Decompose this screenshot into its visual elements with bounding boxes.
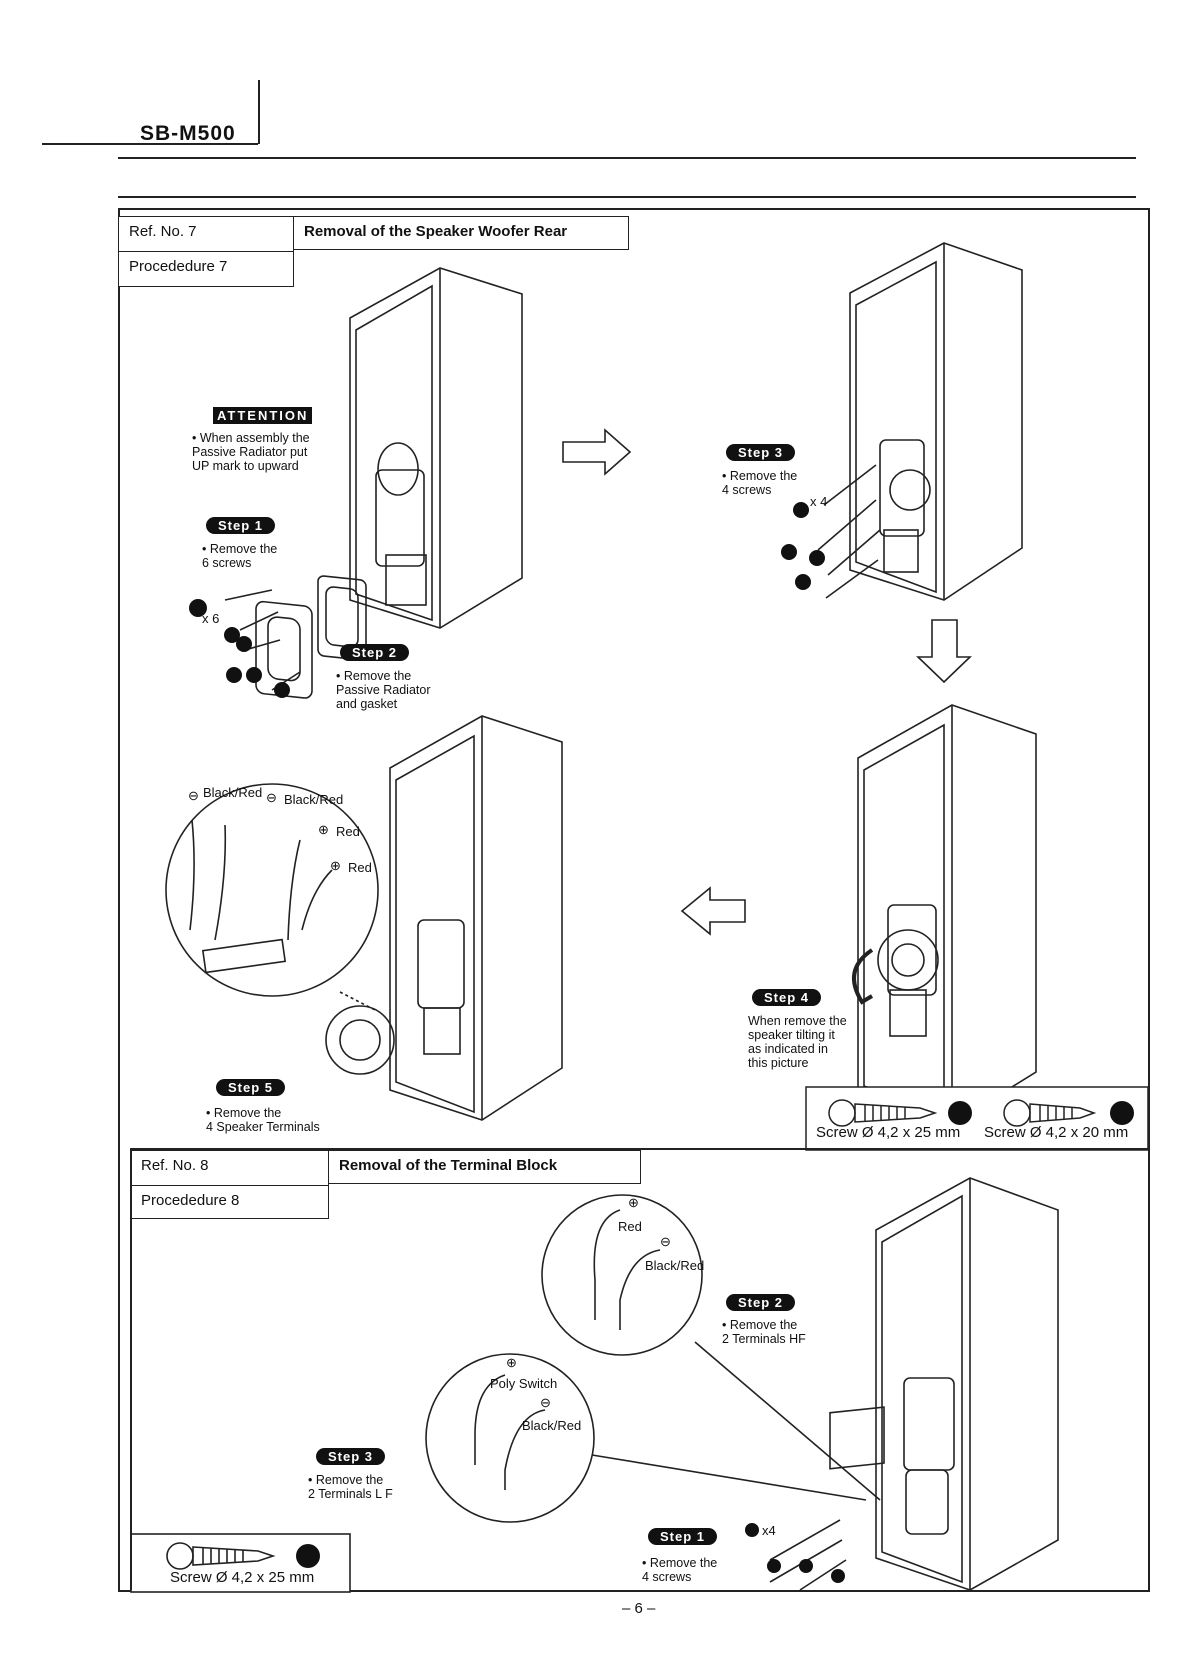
badge-b-icon [809, 550, 825, 566]
cabinet-drawing-2 [817, 242, 1023, 601]
step3-badge-s8: Step 3 [316, 1448, 386, 1465]
hf-zoom-circle [541, 1194, 703, 1356]
section7-title: Removal of the Speaker Woofer Rear [293, 216, 629, 250]
frame-top [118, 208, 1148, 210]
step3-text-s7: • Remove the 4 screws [722, 469, 798, 497]
badge-a-icon [745, 1523, 759, 1537]
badge-a-icon [948, 1101, 972, 1125]
page-number: – 6 – [622, 1600, 656, 1617]
plus-terminal-icon: ⊕ [506, 1355, 517, 1370]
wire-label-poly-switch: Poly Switch [490, 1376, 558, 1391]
plus-terminal-icon: ⊕ [318, 822, 329, 837]
cabinet-drawing-4 [325, 715, 563, 1121]
header-divider [258, 80, 260, 144]
arrow-left-icon [680, 886, 746, 936]
section8-frame-left [130, 1150, 132, 1590]
wire-label-black-red-hf: Black/Red [645, 1258, 705, 1273]
badge-a-icon [236, 636, 252, 652]
procedure-7: Procededure 7 [118, 251, 294, 287]
screw-a-caption-s8: Screw Ø 4,2 x 25 mm [170, 1569, 315, 1586]
frame-bottom [118, 1590, 1148, 1592]
badge-b-icon [1110, 1101, 1134, 1125]
minus-terminal-icon: ⊖ [188, 788, 199, 803]
section8-title: Removal of the Terminal Block [328, 1150, 641, 1184]
minus-terminal-icon: ⊖ [540, 1395, 551, 1410]
wire-label-black-red-2: Black/Red [284, 792, 344, 807]
badge-a-icon [799, 1559, 813, 1573]
wire-label-red-1: Red [336, 824, 360, 839]
step2-text-s8: • Remove the 2 Terminals HF [722, 1318, 806, 1346]
minus-terminal-icon: ⊖ [660, 1234, 671, 1249]
frame-left [118, 208, 120, 1592]
ref-no-8: Ref. No. 8 [130, 1150, 329, 1186]
screw-a-caption-s7: Screw Ø 4,2 x 25 mm [816, 1124, 961, 1141]
screw-legend-7 [805, 1086, 1149, 1151]
badge-a-icon [274, 682, 290, 698]
badge-a-icon [831, 1569, 845, 1583]
step2-badge-s7: Step 2 [340, 644, 410, 661]
step5-badge-s7: Step 5 [216, 1079, 286, 1096]
screw-b-caption-s7: Screw Ø 4,2 x 20 mm [984, 1124, 1129, 1141]
step2-badge-s8: Step 2 [726, 1294, 796, 1311]
step2-text-s7: • Remove the Passive Radiator and gasket [336, 669, 431, 711]
cabinet-drawing-1 [349, 267, 523, 629]
arrow-down-icon [916, 619, 972, 684]
qty-a-label: x 6 [202, 611, 220, 626]
wire-label-red-s8: Red [618, 1219, 642, 1234]
step4-text-s7: When remove the speaker tilting it as in… [748, 1014, 847, 1070]
arrow-right-icon [562, 428, 632, 476]
frame-right [1148, 208, 1150, 1592]
screw-icon [1003, 1099, 1097, 1127]
plus-terminal-icon: ⊕ [330, 858, 341, 873]
plus-terminal-icon: ⊕ [628, 1195, 639, 1210]
screw-icon [166, 1542, 276, 1570]
badge-b-icon [781, 544, 797, 560]
badge-a-icon [246, 667, 262, 683]
badge-a-icon [226, 667, 242, 683]
ref-no-7: Ref. No. 7 [118, 216, 294, 252]
minus-terminal-icon: ⊖ [266, 790, 277, 805]
step1-text-s8: • Remove the 4 screws [642, 1556, 718, 1584]
step1-text-s7: • Remove the 6 screws [202, 542, 278, 570]
cabinet-drawing-5 [769, 1177, 1059, 1591]
header-rule [118, 157, 1136, 159]
badge-a-icon [296, 1544, 320, 1568]
attention-badge: ATTENTION [213, 407, 313, 424]
step3-badge-s7: Step 3 [726, 444, 796, 461]
step3-text-s8: • Remove the 2 Terminals L F [308, 1473, 393, 1501]
qty-a-label-s8: x4 [762, 1523, 776, 1538]
badge-b-icon [793, 502, 809, 518]
wire-label-black-red-1: Black/Red [203, 785, 263, 800]
terminal-zoom-circle [165, 783, 379, 1011]
step1-badge-s8: Step 1 [648, 1528, 718, 1545]
badge-a-icon [224, 627, 240, 643]
wire-label-red-2: Red [348, 860, 372, 875]
qty-b-label: x 4 [810, 494, 828, 509]
badge-a-icon [767, 1559, 781, 1573]
model-title: SB-M500 [140, 122, 236, 145]
badge-b-icon [795, 574, 811, 590]
badge-a-icon [189, 599, 207, 617]
screw-icon [828, 1099, 938, 1127]
step5-text-s7: • Remove the 4 Speaker Terminals [206, 1106, 320, 1134]
cabinet-drawing-3 [852, 704, 1037, 1125]
section8-rule [130, 1148, 1148, 1150]
header-rule-left [42, 143, 258, 145]
lf-zoom-circle [425, 1353, 595, 1523]
procedure-8: Procededure 8 [130, 1185, 329, 1219]
step4-badge-s7: Step 4 [752, 989, 822, 1006]
step1-badge-s7: Step 1 [206, 517, 276, 534]
section-top-rule [118, 196, 1136, 198]
attention-text: • When assembly the Passive Radiator put… [192, 431, 310, 473]
wire-label-black-red-lf: Black/Red [522, 1418, 582, 1433]
